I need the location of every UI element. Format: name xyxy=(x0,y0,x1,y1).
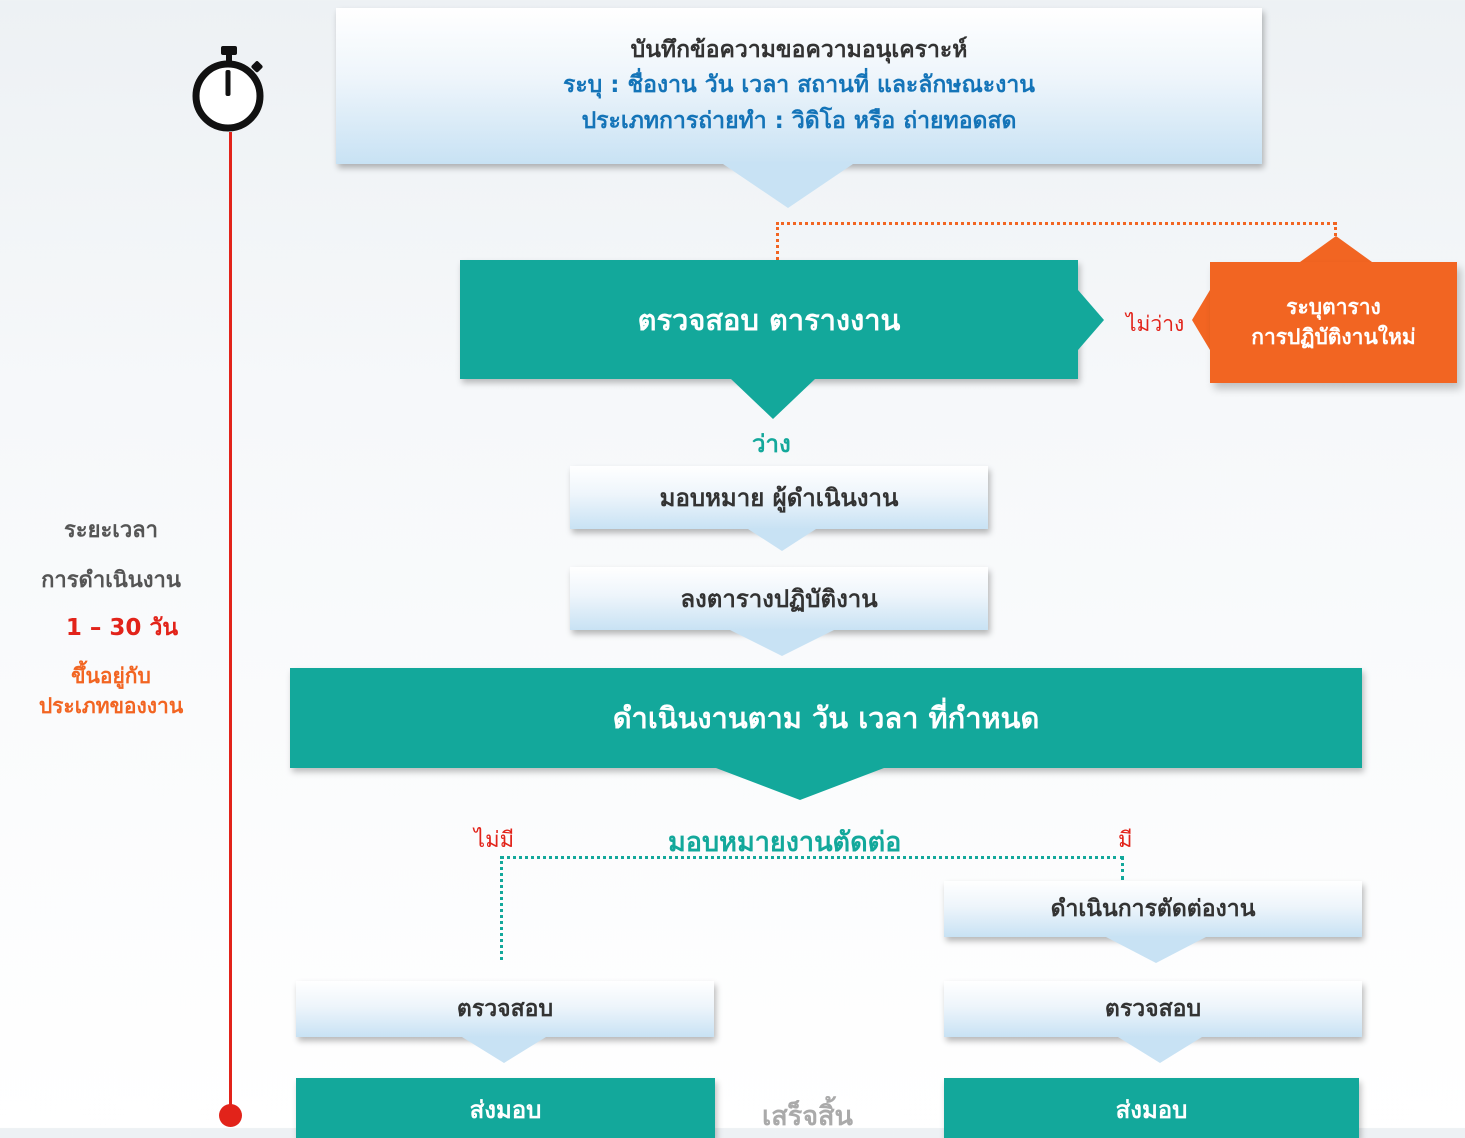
reschedule-arrow-left xyxy=(1192,290,1210,350)
done-label: เสร็จสิ้น xyxy=(762,1101,853,1132)
check-schedule-label: ตรวจสอบ ตารางงาน xyxy=(637,302,901,337)
reschedule-label-2: การปฏิบัติงานใหม่ xyxy=(1251,324,1416,349)
duration-value: 1 – 30 วัน xyxy=(65,615,179,641)
check-schedule-box: ตรวจสอบ ตารางงาน xyxy=(460,260,1078,379)
do-edit-box: ดำเนินการตัดต่องาน xyxy=(944,881,1362,937)
request-box: บันทึกข้อความขอความอนุเคราะห์ ระบุ : ชื่… xyxy=(336,8,1262,164)
review-right-box: ตรวจสอบ xyxy=(944,981,1362,1037)
reschedule-dotted-line xyxy=(776,222,1336,225)
deliver-left-box: ส่งมอบ xyxy=(296,1078,715,1138)
do-edit-label: ดำเนินการตัดต่องาน xyxy=(1050,896,1256,922)
depends-label-2: ประเภทของงาน xyxy=(38,694,184,718)
duration-label-1: ระยะเวลา xyxy=(63,518,159,543)
free-label: ว่าง xyxy=(752,430,791,458)
edit-dotted-drop-right xyxy=(1121,856,1124,880)
do-edit-arrow xyxy=(1106,937,1206,963)
execute-arrow xyxy=(716,768,884,800)
no-label: ไม่มี xyxy=(474,828,515,853)
edit-dotted-line xyxy=(500,856,1124,859)
log-schedule-arrow xyxy=(730,630,834,656)
review-left-arrow xyxy=(462,1037,546,1063)
review-right-label: ตรวจสอบ xyxy=(1104,996,1202,1022)
reschedule-dotted-drop-right xyxy=(1334,222,1337,242)
reschedule-arrow-up xyxy=(1300,236,1372,262)
depends-label-1: ขึ้นอยู่กับ xyxy=(71,664,151,688)
deliver-right-box: ส่งมอบ xyxy=(944,1078,1359,1138)
timeline-end-dot xyxy=(219,1104,242,1127)
review-left-label: ตรวจสอบ xyxy=(456,996,554,1022)
request-detail-2: ประเภทการถ่ายทำ : วิดิโอ หรือ ถ่ายทอดสด xyxy=(581,107,1017,134)
not-free-label: ไม่ว่าง xyxy=(1126,312,1185,336)
duration-label-2: การดำเนินงาน xyxy=(41,568,181,593)
log-schedule-label: ลงตารางปฏิบัติงาน xyxy=(680,585,878,613)
deliver-right-label: ส่งมอบ xyxy=(1115,1096,1188,1124)
review-left-box: ตรวจสอบ xyxy=(296,981,714,1037)
assign-arrow xyxy=(748,529,816,551)
request-arrow xyxy=(723,164,853,208)
reschedule-box: ระบุตาราง การปฏิบัติงานใหม่ xyxy=(1210,262,1457,383)
stopwatch-icon xyxy=(190,44,268,132)
request-title: บันทึกข้อความขอความอนุเคราะห์ xyxy=(630,36,968,63)
edit-dotted-drop-left xyxy=(500,856,503,960)
deliver-left-label: ส่งมอบ xyxy=(469,1096,542,1124)
reschedule-label-1: ระบุตาราง xyxy=(1286,295,1381,320)
assign-label: มอบหมาย ผู้ดำเนินงาน xyxy=(659,484,899,512)
request-detail-1: ระบุ : ชื่องาน วัน เวลา สถานที่ และลักษณ… xyxy=(562,72,1036,99)
log-schedule-box: ลงตารางปฏิบัติงาน xyxy=(570,567,988,630)
timeline-line xyxy=(229,132,232,1118)
edit-question-label: มอบหมายงานตัดต่อ xyxy=(668,827,902,858)
check-schedule-right-arrow xyxy=(1078,290,1104,350)
assign-box: มอบหมาย ผู้ดำเนินงาน xyxy=(570,466,988,529)
execute-label: ดำเนินงานตาม วัน เวลา ที่กำหนด xyxy=(612,701,1040,735)
yes-label: มี xyxy=(1118,828,1133,853)
reschedule-dotted-drop-left xyxy=(776,222,779,260)
execute-box: ดำเนินงานตาม วัน เวลา ที่กำหนด xyxy=(290,668,1362,768)
review-right-arrow xyxy=(1118,1037,1202,1063)
check-schedule-down-arrow xyxy=(731,379,815,419)
